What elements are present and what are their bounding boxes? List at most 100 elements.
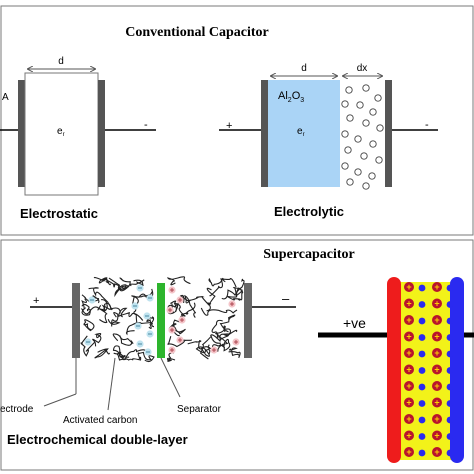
carbon-particle <box>209 278 237 297</box>
cation-sign: + <box>434 414 439 424</box>
cation-sign: + <box>434 431 439 441</box>
cation-sign: + <box>434 299 439 309</box>
carbon-particle <box>179 294 210 306</box>
activated-carbon-label: Activated carbon <box>63 415 138 426</box>
right-plate <box>98 80 105 187</box>
cation <box>404 315 414 325</box>
anion <box>418 317 426 325</box>
top-panel-title: Conventional Capacitor <box>125 25 269 40</box>
anion <box>446 301 454 308</box>
carbon-particle <box>199 335 226 360</box>
carbon-particle <box>184 294 196 318</box>
carbon-particle <box>170 300 186 317</box>
cation-sign: + <box>406 332 411 342</box>
anion <box>418 350 426 358</box>
cation-sign: + <box>434 381 439 391</box>
carbon-particle <box>80 298 102 315</box>
carbon-particle <box>211 319 229 352</box>
cation <box>432 315 442 325</box>
anode-plate <box>261 80 268 187</box>
electrolytic-capacitor: + - d dx Al2O3 er Electrolytic <box>219 63 438 219</box>
edlc-caption: Electrochemical double-layer <box>7 432 188 447</box>
positive-terminal-label: +ve <box>343 315 366 331</box>
carbon-particle <box>167 276 191 286</box>
electrolyte-particle <box>362 84 370 92</box>
cation <box>404 430 414 441</box>
anion <box>446 284 454 292</box>
permittivity-label: er <box>297 126 305 138</box>
anion <box>418 334 426 341</box>
oxide-formula-label: Al2O3 <box>278 90 304 104</box>
cation-sign: + <box>434 398 439 408</box>
separator-leader <box>160 357 181 398</box>
carbon-particle <box>116 353 142 361</box>
carbon-particle <box>98 277 112 286</box>
electrolyte-particles <box>341 84 384 190</box>
electrolyte-particle <box>341 162 349 170</box>
distance-label-d: d <box>301 63 307 74</box>
cation <box>432 381 442 391</box>
cation-sign: + <box>406 299 411 309</box>
cation <box>432 430 442 441</box>
cation-sign: + <box>406 282 411 292</box>
anion <box>446 317 454 325</box>
electrolyte-particle <box>368 172 376 180</box>
carbon-particle <box>81 303 91 316</box>
carbon-particle <box>200 307 238 316</box>
electrode-leader-tail <box>43 393 77 407</box>
oxide-dielectric <box>268 80 340 187</box>
carbon-particle <box>112 333 134 346</box>
carbon-particle <box>146 316 155 329</box>
edlc-capacitor: + – ectrode Activated carbon Separator E… <box>0 276 296 447</box>
cation-sign: + <box>406 365 411 375</box>
carbon-particle <box>114 285 130 298</box>
left-electrode <box>72 283 80 358</box>
electrolyte-particle <box>362 119 370 127</box>
anion <box>446 367 454 374</box>
separator-membrane <box>157 283 165 358</box>
cation-sign: + <box>406 431 411 441</box>
electrolyte-particle <box>354 135 362 143</box>
anion <box>418 383 426 391</box>
cation-sign: + <box>434 365 439 375</box>
bottom-panel-frame <box>0 239 474 471</box>
cation <box>432 364 442 375</box>
carbon-particle <box>129 279 145 287</box>
anion <box>446 350 454 358</box>
carbon-particle <box>81 294 100 304</box>
cation <box>432 397 442 408</box>
top-panel-frame <box>0 5 474 236</box>
electrode-label: ectrode <box>0 404 34 415</box>
carbon-particle <box>208 277 226 287</box>
electrostatic-capacitor: d A er - Electrostatic <box>0 56 156 221</box>
cation-sign: + <box>406 447 411 457</box>
cation <box>404 282 414 292</box>
cation <box>432 348 442 358</box>
electrolyte-particle <box>341 130 349 138</box>
cation <box>404 447 414 457</box>
carbon-particle <box>131 295 139 325</box>
electrolyte-particle <box>354 168 362 176</box>
separator-label: Separator <box>177 404 222 415</box>
carbon-particle <box>195 346 211 357</box>
electrolyte-particle <box>374 94 382 102</box>
electrolyte-particle <box>376 124 384 132</box>
anion <box>446 433 454 440</box>
carbon-particle <box>211 338 231 352</box>
anion <box>418 284 426 292</box>
ion-layer: ++++++++++++++++++++++ <box>404 282 454 457</box>
carbon-particle <box>83 319 95 332</box>
electrolyte-particle <box>344 146 352 154</box>
cation <box>404 331 414 342</box>
plus-sign: + <box>226 120 232 132</box>
cation-sign: + <box>406 315 411 325</box>
cation <box>404 364 414 375</box>
electrolyte-ions <box>84 284 240 356</box>
minus-sign: – <box>282 291 290 306</box>
cation-sign: + <box>434 282 439 292</box>
cation <box>404 298 414 309</box>
cation <box>432 282 442 292</box>
carbon-particle <box>112 345 130 359</box>
carbon-particle <box>98 302 112 324</box>
